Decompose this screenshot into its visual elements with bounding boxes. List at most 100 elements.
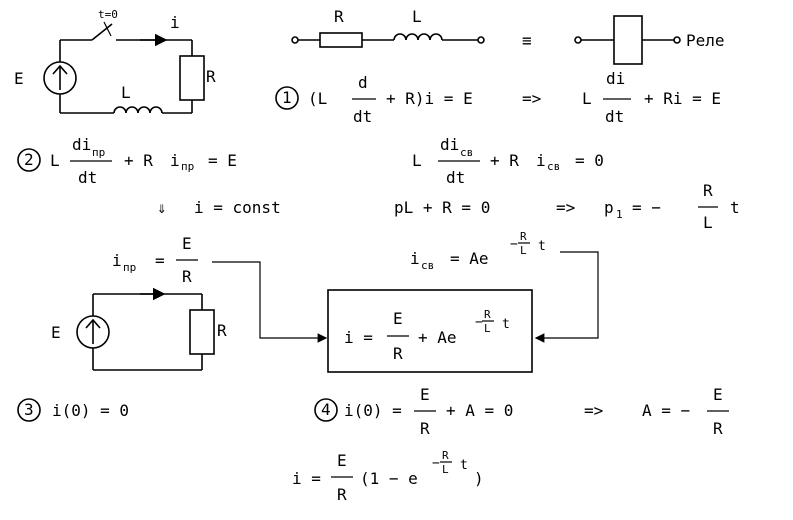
step-number-circle [17,148,41,172]
frac-den: dt [605,107,624,126]
frac-den: R [420,419,430,438]
implies-arrow: => [584,401,603,420]
free-current: i св = Ae − R L t [410,230,546,272]
source-arrow-head [52,64,68,75]
char-equation: pL + R = 0 [394,198,490,217]
step-3: 3 i(0) = 0 [17,398,129,422]
frac-num: E [393,309,403,328]
exp-t: t [460,458,468,473]
step-number: 2 [24,150,34,169]
frac-den: R [337,485,347,504]
eq-i: i = [292,469,321,488]
implies-arrow: => [556,198,575,217]
relay-label: Реле [686,31,725,50]
eq-i: i [410,249,420,268]
step-number: 4 [321,400,331,419]
exp-minus: − [510,237,518,252]
subscript: пр [123,261,136,274]
eq-paren: (1 − e [360,469,418,488]
current-label: i [170,13,180,32]
const-text: i = const [194,198,281,217]
eq-zero: = 0 [575,151,604,170]
connector-free [534,251,599,343]
subscript: св [421,259,434,272]
eq-close: ) [474,469,484,488]
resistor [179,55,205,101]
resistor [189,309,215,355]
eq-A: A = − [642,401,690,420]
root-p: p [604,198,614,217]
switch-tick [103,21,112,37]
eq-mid: + A = 0 [446,401,513,420]
initial-condition: i(0) = 0 [52,401,129,420]
implies-arrow: => [522,89,541,108]
frac-den: R [393,344,403,363]
equiv-sign: ≡ [522,31,532,50]
frac-den: dt [78,168,97,187]
eq-rhs: = Ae [450,249,489,268]
switch-blade [91,23,113,41]
resistor-label: R [206,67,216,86]
inductor-label: L [412,7,422,26]
subscript: пр [181,160,194,173]
frac-den: R [713,419,723,438]
circuit-2: E R [51,287,227,371]
root-t: t [730,198,740,217]
step-number-circle [314,398,338,422]
step-number: 3 [24,400,34,419]
frac-num: E [713,385,723,404]
down-arrow: ⇓ [157,198,167,217]
frac-num: E [182,234,192,253]
terminal [477,36,485,44]
eq-L: L [582,89,592,108]
resistor-label: R [334,7,344,26]
eq-L: L [50,151,60,170]
terminal [291,36,299,44]
connector-forced [212,261,328,343]
source-label: E [51,323,61,342]
frac-den: R [182,267,192,286]
eq-plusR: + R [490,151,519,170]
eq-rhs: + Ae [418,328,457,347]
subscript: св [547,160,560,173]
forced-current: i пр = E R [112,234,198,286]
frac-num: E [337,451,347,470]
step-1: 1 (L d dt + R)i = E => L di dt + Ri = E [275,69,721,126]
root-eq: = − [632,198,661,217]
step-number: 1 [282,88,292,107]
equivalence: R L ≡ Реле [291,7,725,65]
exp-t: t [502,317,510,332]
frac-den: L [703,213,713,232]
solution-box: i = E R + Ae − R L t [327,289,533,373]
step-number-circle [17,398,41,422]
eq-L: L [412,151,422,170]
frac-num: R [703,181,713,200]
connectors [212,251,599,343]
exp-den: L [484,322,491,335]
eq-i: i = [344,328,373,347]
exp-t: t [538,239,546,254]
source-label: E [14,69,24,88]
terminal [673,36,681,44]
frac-den: dt [446,168,465,187]
exp-minus: − [475,315,483,330]
terminal [574,36,582,44]
solution-frame [327,289,533,373]
inductor-label: L [121,83,131,102]
final-result: i = E R (1 − e − R L t ) [292,449,484,504]
eq-lhs: i(0) = [344,401,402,420]
frac-num: di [606,69,625,88]
resistor [319,32,363,48]
exp-minus: − [432,456,440,471]
resistor-label: R [217,321,227,340]
inductor [113,106,163,114]
eq-E: = E [208,151,237,170]
eq-open: (L [308,89,327,108]
frac-num: E [420,385,430,404]
eq-rest: + R)i = E [386,89,473,108]
exp-den: L [520,244,527,257]
frac-num: di [440,135,459,154]
subscript: пр [92,146,105,159]
